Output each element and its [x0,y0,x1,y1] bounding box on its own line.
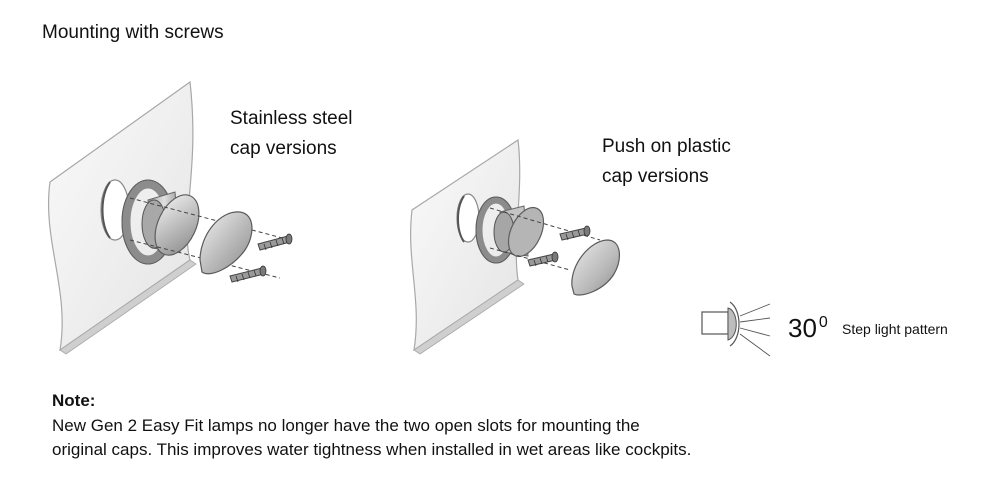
screw-lower [527,251,559,267]
lamp-flange [507,206,545,258]
light-beam-icon [701,301,771,357]
lamp-flange [154,194,200,256]
note-body: New Gen 2 Easy Fit lamps no longer have … [52,414,912,462]
stainless-steel-label: Stainless steel cap versions [230,104,353,164]
note-line-1: New Gen 2 Easy Fit lamps no longer have … [52,416,640,435]
plastic-cap-label-line1: Push on plastic [602,136,731,157]
page-heading: Mounting with screws [42,22,224,43]
screw-upper [559,225,591,241]
screw-lower [229,265,267,283]
screw-upper [257,233,293,251]
note-line-2: original caps. This improves water tight… [52,440,692,459]
beam-angle-value: 30 [788,313,817,343]
stainless-steel-assembly-illustration [47,80,293,355]
stainless-steel-cap [199,211,253,275]
beam-angle-degree: 0 [818,314,828,331]
note-title: Note: [52,391,96,410]
plastic-cap-assembly-illustration [410,138,620,355]
stainless-steel-label-line1: Stainless steel [230,108,353,129]
stainless-steel-label-line2: cap versions [230,138,337,159]
light-pattern-description: Step light pattern [842,321,948,337]
plastic-cap-label-line2: cap versions [602,166,709,187]
plastic-cap-label: Push on plastic cap versions [602,132,731,192]
plastic-cap [571,239,620,296]
